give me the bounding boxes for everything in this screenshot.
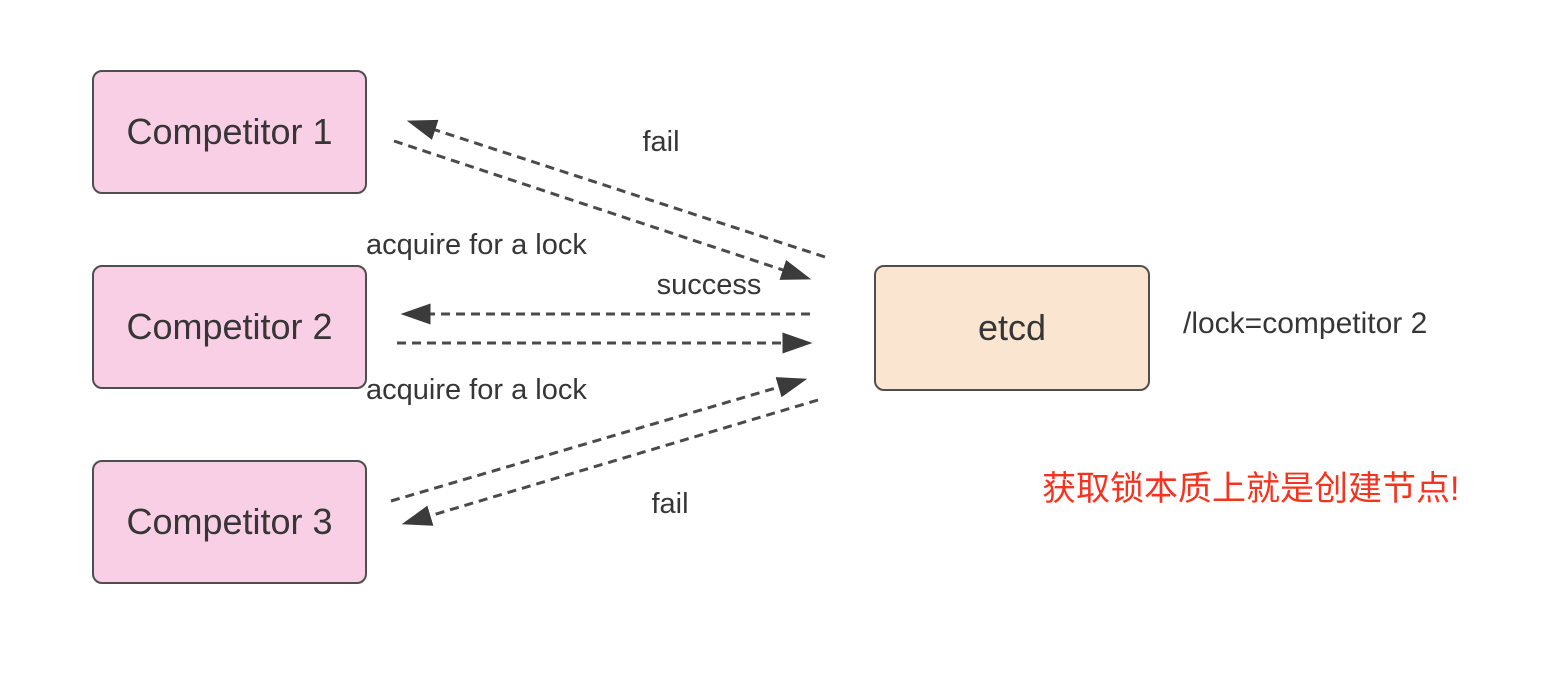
node-competitor-2-label: Competitor 2 [126, 306, 333, 347]
edge-label-fail-bottom: fail [651, 488, 689, 520]
edge-label-fail-top: fail [642, 126, 680, 158]
node-competitor-2: Competitor 2 [92, 265, 367, 389]
edge-label-success: success [656, 269, 762, 301]
node-competitor-3-label: Competitor 3 [126, 501, 333, 542]
arrow-acquire-from-competitor3 [390, 377, 808, 503]
lock-key-annotation: /lock=competitor 2 [1183, 307, 1428, 340]
node-competitor-3: Competitor 3 [92, 460, 367, 584]
note-annotation-cn: 获取锁本质上就是创建节点! [1042, 470, 1460, 508]
node-competitor-1-label: Competitor 1 [126, 111, 333, 152]
arrow-acquire-from-competitor1 [393, 139, 812, 280]
node-competitor-1: Competitor 1 [92, 70, 367, 194]
edge-label-acquire-lower: acquire for a lock [366, 374, 587, 406]
node-etcd-label: etcd [977, 307, 1047, 348]
edge-label-acquire-upper: acquire for a lock [366, 229, 587, 261]
node-etcd: etcd [874, 265, 1150, 391]
arrow-fail-to-competitor1 [406, 119, 826, 259]
arrow-fail-to-competitor3 [401, 398, 819, 526]
